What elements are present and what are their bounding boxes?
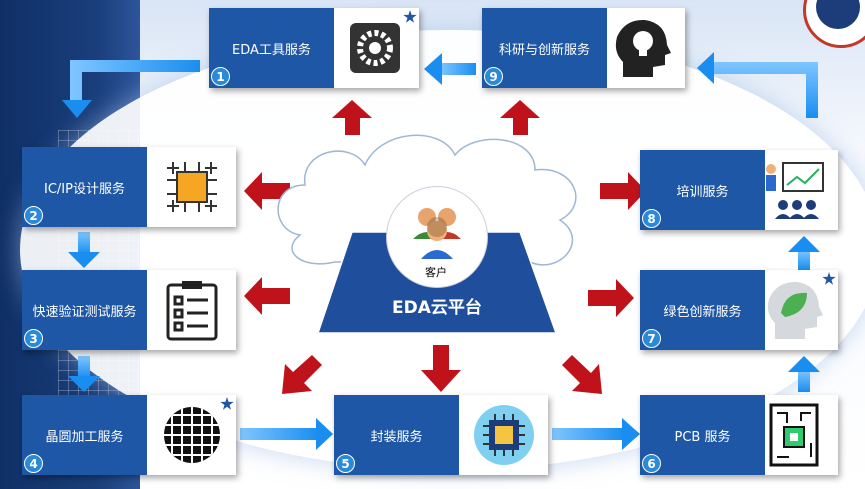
flow-arrow-2-3-head	[68, 252, 100, 268]
flow-arrow-8-9-head	[697, 52, 714, 84]
service-number: 9	[484, 67, 503, 86]
service-card-2[interactable]: IC/IP设计服务 2	[22, 147, 236, 227]
checklist-icon	[156, 275, 228, 345]
flow-arrow-1-2-head	[62, 100, 92, 118]
service-card-4[interactable]: 晶圆加工服务 4	[22, 395, 236, 475]
service-number: 6	[642, 454, 661, 473]
red-arrow-to-8	[600, 172, 646, 210]
flow-arrow-6-7	[798, 370, 810, 392]
service-number: 8	[642, 209, 661, 228]
flow-arrow-5-6	[552, 428, 624, 440]
pcb-icon	[758, 400, 830, 470]
service-number: 7	[642, 329, 661, 348]
red-arrow-to-6	[562, 355, 602, 394]
service-number: 2	[24, 206, 43, 225]
red-arrow-to-2	[244, 172, 290, 210]
people-icon	[413, 208, 461, 259]
flow-arrow-7-8-head	[788, 236, 820, 252]
red-arrow-to-5	[421, 345, 461, 392]
client-circle	[386, 186, 488, 288]
flow-arrow-1-2	[70, 60, 200, 100]
service-card-8[interactable]: 培训服务 8	[640, 150, 838, 230]
red-arrow-to-9	[500, 100, 540, 135]
service-number: 4	[24, 454, 43, 473]
flow-arrow-9-1	[440, 63, 476, 75]
flow-arrow-9-1-head	[424, 53, 442, 85]
flow-arrow-5-6-head	[622, 418, 640, 450]
service-card-7[interactable]: 绿色创新服务 7	[640, 270, 838, 350]
training-icon	[758, 155, 830, 225]
client-label: 客户	[425, 266, 447, 279]
red-arrow-to-1	[332, 100, 372, 135]
green-head-icon	[758, 275, 830, 345]
service-label: 快速验证测试服务	[22, 270, 147, 350]
service-card-1[interactable]: EDA工具服务 1	[209, 8, 419, 88]
service-number: 1	[211, 67, 230, 86]
flow-arrow-4-5	[240, 428, 318, 440]
platform-title: EDA云平台	[392, 298, 482, 318]
lightbulb-head-icon	[605, 13, 677, 83]
service-number: 5	[336, 454, 355, 473]
flow-arrow-4-5-head	[316, 418, 333, 450]
service-card-3[interactable]: 快速验证测试服务 3	[22, 270, 236, 350]
service-label: 科研与创新服务	[482, 8, 607, 88]
service-card-6[interactable]: PCB 服务 6	[640, 395, 838, 475]
gear-icon	[339, 13, 411, 83]
red-arrow-to-7	[588, 279, 634, 317]
service-card-9[interactable]: 科研与创新服务 9	[482, 8, 685, 88]
red-arrow-to-4	[282, 355, 322, 394]
flow-arrow-6-7-head	[788, 356, 820, 372]
flow-arrow-3-4-head	[68, 376, 100, 392]
flow-arrow-7-8	[798, 250, 810, 270]
service-card-5[interactable]: 封装服务 5	[334, 395, 548, 475]
chip-icon	[156, 152, 228, 222]
wafer-icon	[156, 400, 228, 470]
flow-arrow-3-4	[78, 356, 90, 378]
package-chip-icon	[468, 400, 540, 470]
red-arrow-to-3	[244, 277, 290, 315]
service-number: 3	[24, 329, 43, 348]
flow-arrow-2-3	[78, 232, 90, 254]
flow-arrow-8-9	[712, 62, 818, 118]
